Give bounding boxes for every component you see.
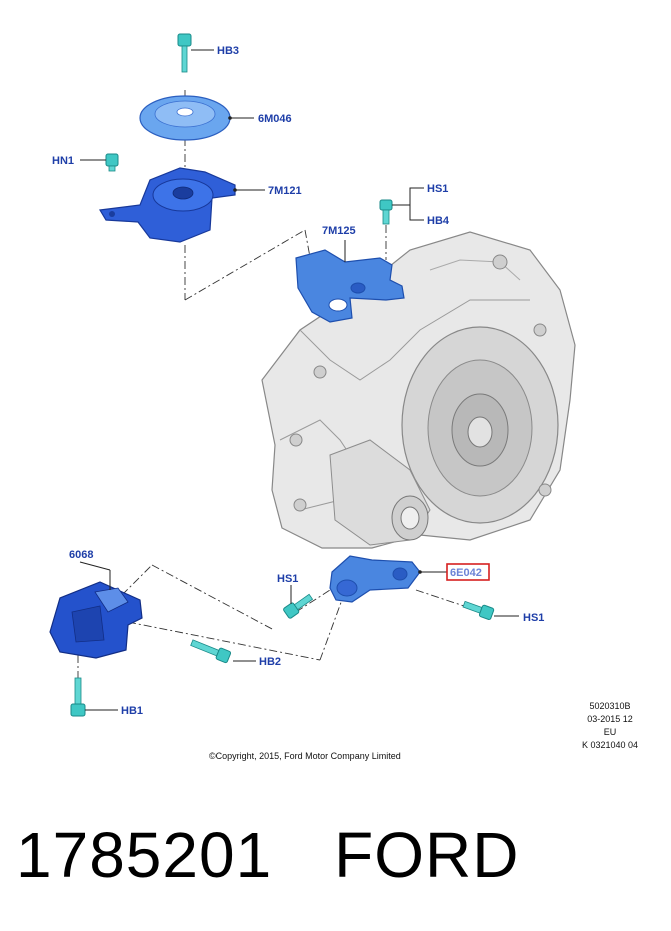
highlight-box-6E042 xyxy=(446,563,490,581)
bolt-HS1-left xyxy=(283,585,314,619)
meta-line-4: K 0321040 04 xyxy=(581,740,639,750)
part-number: 1785201 xyxy=(16,819,273,891)
bolt-HB1 xyxy=(70,677,118,717)
callout-HS1-left: HS1 xyxy=(277,573,298,585)
brand-name: FORD xyxy=(334,819,520,891)
bolt-HB3 xyxy=(177,33,214,73)
bracket-7M125 xyxy=(295,240,405,323)
callout-HS1-top: HS1 xyxy=(427,183,448,195)
callout-HB3: HB3 xyxy=(217,45,239,57)
assembly-dash-lines xyxy=(77,90,471,678)
bolt-HS1-HB4-top xyxy=(379,187,424,225)
bolt-HN1 xyxy=(80,153,119,172)
bolt-HS1-right xyxy=(462,600,519,621)
copyright-notice: ©Copyright, 2015, Ford Motor Company Lim… xyxy=(209,751,401,761)
callout-HB2: HB2 xyxy=(259,656,281,668)
callout-HB4: HB4 xyxy=(427,215,450,227)
callout-HS1-right: HS1 xyxy=(523,612,544,624)
meta-line-1: 5020310B xyxy=(589,701,631,711)
callout-7M121: 7M121 xyxy=(268,185,302,197)
part-number-footer: 1785201 FORD xyxy=(16,818,581,892)
callout-HB1: HB1 xyxy=(121,705,143,717)
upper-mount-7M121 xyxy=(99,167,265,243)
mount-cover-6M046 xyxy=(139,95,254,141)
meta-line-3: EU xyxy=(603,727,617,737)
callout-6M046: 6M046 xyxy=(258,113,292,125)
callout-6068: 6068 xyxy=(69,549,93,561)
callout-7M125: 7M125 xyxy=(322,225,356,237)
drawing-meta-block: 5020310B 03-2015 12 EU K 0321040 04 xyxy=(560,700,660,752)
bolt-HB2 xyxy=(190,639,256,664)
meta-line-2: 03-2015 12 xyxy=(587,714,633,724)
lower-mount-6068 xyxy=(49,561,143,659)
torque-rod-6E042 xyxy=(329,555,447,603)
callout-6E042: 6E042 xyxy=(450,567,482,579)
callout-HN1: HN1 xyxy=(52,155,74,167)
